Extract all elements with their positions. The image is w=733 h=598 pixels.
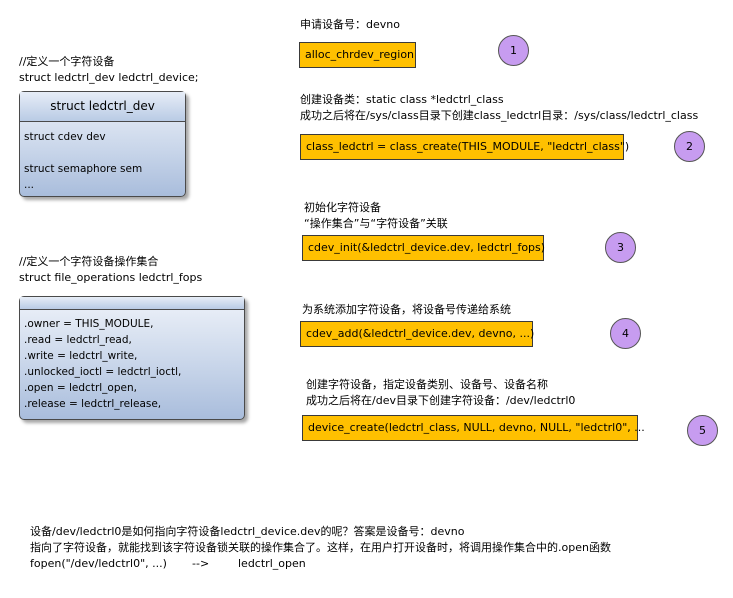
step-3-call-box: cdev_init(&ledctrl_device.dev, ledctrl_f… <box>302 235 545 261</box>
fops-comment: //定义一个字符设备操作集合 <box>19 255 159 268</box>
footer-fopen-call: fopen("/dev/ledctrl0", ...) <box>30 557 167 570</box>
step-1-number: 1 <box>498 35 529 66</box>
file-operations-card: .owner = THIS_MODULE, .read = ledctrl_re… <box>19 296 245 420</box>
step-2-note: 创建设备类：static class *ledctrl_class <box>300 93 504 106</box>
step-3-note: “操作集合”与“字符设备”关联 <box>304 217 448 230</box>
step-1-note: 申请设备号：devno <box>300 18 400 31</box>
fops-field: .read = ledctrl_read, <box>24 334 132 346</box>
device-comment: //定义一个字符设备 <box>19 55 115 68</box>
fops-field: .owner = THIS_MODULE, <box>24 318 154 330</box>
footer-line-2: 指向了字符设备，就能找到该字符设备锁关联的操作集合了。这样，在用户打开设备时，将… <box>30 541 611 554</box>
fops-field: .unlocked_ioctl = ledctrl_ioctl, <box>24 366 182 378</box>
step-2-note: 成功之后将在/sys/class目录下创建class_ledctrl目录：/sy… <box>300 109 699 122</box>
device-declaration: struct ledctrl_dev ledctrl_device; <box>19 71 199 84</box>
step-3-number: 3 <box>605 232 636 263</box>
file-operations-card-title <box>20 297 244 310</box>
step-5-number: 5 <box>687 415 718 446</box>
footer-arrow: --> <box>192 557 210 570</box>
fops-field: .write = ledctrl_write, <box>24 350 138 362</box>
step-4-number: 4 <box>610 318 641 349</box>
footer-open-handler: ledctrl_open <box>238 557 306 570</box>
fops-field: .open = ledctrl_open, <box>24 382 137 394</box>
step-3-note: 初始化字符设备 <box>304 201 381 214</box>
fops-field: .release = ledctrl_release, <box>24 398 162 410</box>
struct-field: struct semaphore sem <box>24 163 143 175</box>
fops-declaration: struct file_operations ledctrl_fops <box>19 271 203 284</box>
step-5-note: 创建字符设备，指定设备类别、设备号、设备名称 <box>306 378 548 391</box>
ledctrl-dev-struct-card: struct ledctrl_dev struct cdev dev struc… <box>19 91 186 197</box>
step-5-call-box: device_create(ledctrl_class, NULL, devno… <box>302 415 645 441</box>
step-2-number: 2 <box>674 131 705 162</box>
step-1-call-box: alloc_chrdev_region <box>299 42 416 68</box>
struct-field: struct cdev dev <box>24 131 106 143</box>
ledctrl-dev-struct-title: struct ledctrl_dev <box>20 92 185 122</box>
struct-field: ... <box>24 179 35 191</box>
step-4-call-box: cdev_add(&ledctrl_device.dev, devno, ...… <box>300 321 534 347</box>
step-5-note: 成功之后将在/dev目录下创建字符设备：/dev/ledctrl0 <box>306 394 576 407</box>
step-2-call-box: class_ledctrl = class_create(THIS_MODULE… <box>300 134 629 160</box>
struct-field <box>20 145 185 161</box>
footer-line-1: 设备/dev/ledctrl0是如何指向字符设备ledctrl_device.d… <box>30 525 465 538</box>
step-4-note: 为系统添加字符设备，将设备号传递给系统 <box>302 303 511 316</box>
